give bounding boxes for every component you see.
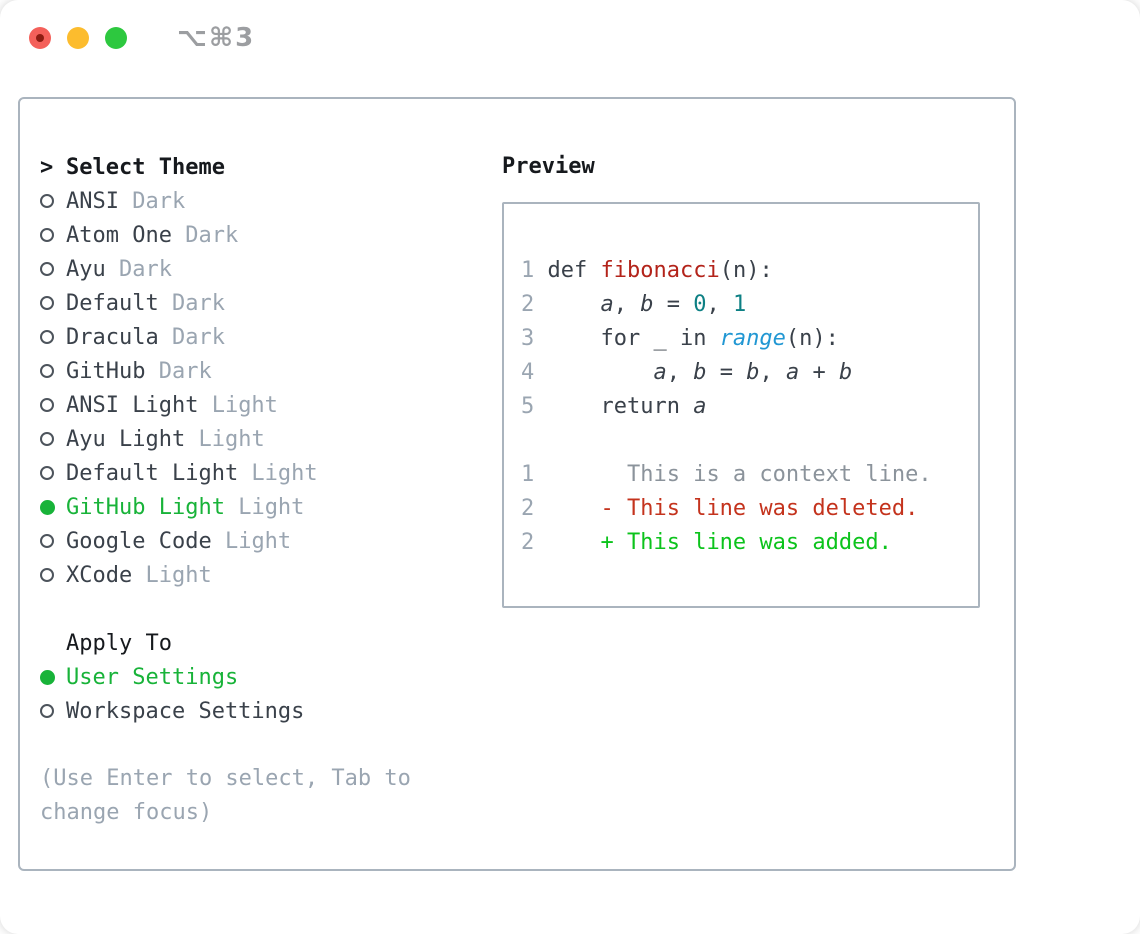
variant-label: Dark	[158, 290, 225, 316]
theme-option[interactable]: Dracula Dark	[40, 320, 480, 354]
theme-option[interactable]: Default Light Light	[40, 456, 480, 490]
item-label: Workspace Settings	[66, 698, 305, 724]
keyboard-hint: (Use Enter to select, Tab to change focu…	[40, 766, 411, 825]
close-button[interactable]	[29, 26, 51, 49]
line-number: 1	[521, 462, 548, 487]
theme-option[interactable]: ANSI Light Light	[40, 388, 480, 422]
radio-icon	[40, 296, 54, 310]
item-label: ANSI	[66, 188, 119, 214]
zoom-button[interactable]	[105, 26, 127, 49]
line-number: 2	[521, 292, 548, 317]
theme-option[interactable]: Default Dark	[40, 286, 480, 320]
apply-to-title: Apply To	[66, 630, 172, 656]
code-line: 5 return a	[521, 394, 707, 419]
theme-option[interactable]: XCode Light	[40, 558, 480, 592]
radio-icon	[40, 228, 54, 242]
theme-option[interactable]: Google Code Light	[40, 524, 480, 558]
theme-option[interactable]: GitHub Light Light	[40, 490, 480, 524]
select-theme-title: Select Theme	[66, 154, 225, 180]
variant-label: Light	[198, 392, 278, 418]
item-label: User Settings	[66, 664, 239, 690]
window-title: ⌥⌘3	[177, 22, 256, 53]
item-label: GitHub Light	[66, 494, 225, 520]
theme-option[interactable]: ANSI Dark	[40, 184, 480, 218]
item-label: Atom One	[66, 222, 172, 248]
variant-label: Dark	[145, 358, 212, 384]
code-line: 3 for _ in range(n):	[521, 326, 839, 351]
preview-box: 1 def fibonacci(n): 2 a, b = 0, 1 3 for _ …	[502, 202, 980, 608]
item-label: ANSI Light	[66, 392, 199, 418]
variant-label: Dark	[158, 324, 225, 350]
minimize-button[interactable]	[67, 26, 89, 49]
select-theme-header: > Select Theme	[40, 150, 480, 184]
code-preview: 1 def fibonacci(n): 2 a, b = 0, 1 3 for _ …	[521, 254, 978, 424]
variant-label: Light	[238, 460, 318, 486]
line-number: 5	[521, 394, 548, 419]
radio-icon	[40, 364, 54, 378]
radio-icon	[40, 262, 54, 276]
item-label: Ayu	[66, 256, 106, 282]
radio-icon	[40, 194, 54, 208]
line-number: 2	[521, 496, 548, 521]
theme-option[interactable]: Ayu Light Light	[40, 422, 480, 456]
radio-selected-icon	[40, 499, 55, 515]
variant-label: Light	[132, 562, 212, 588]
radio-icon	[40, 568, 54, 582]
line-number: 2	[521, 530, 548, 555]
diff-line-deleted: 2 - This line was deleted.	[521, 496, 919, 521]
variant-label: Dark	[105, 256, 172, 282]
line-number: 4	[521, 360, 548, 385]
diff-line-context: 1 This is a context line.	[521, 462, 932, 487]
item-label: Google Code	[66, 528, 212, 554]
item-label: Default	[66, 290, 159, 316]
traffic-lights	[29, 26, 127, 49]
item-label: Default Light	[66, 460, 239, 486]
preview-column: Preview 1 def fibonacci(n): 2 a, b = 0, 1…	[502, 150, 980, 608]
item-label: GitHub	[66, 358, 146, 384]
blank-line	[521, 424, 978, 458]
radio-icon	[40, 330, 54, 344]
radio-icon	[40, 432, 54, 446]
line-number: 1	[521, 258, 548, 283]
radio-icon	[40, 534, 54, 548]
item-label: XCode	[66, 562, 133, 588]
variant-label: Dark	[118, 188, 186, 214]
line-number: 3	[521, 326, 548, 351]
theme-option[interactable]: GitHub Dark	[40, 354, 480, 388]
radio-icon	[40, 466, 54, 480]
diff-line-added: 2 + This line was added.	[521, 530, 892, 555]
item-label: Dracula	[66, 324, 159, 350]
item-label: Ayu Light	[66, 426, 186, 452]
code-line: 1 def fibonacci(n):	[521, 258, 773, 283]
variant-label: Dark	[171, 222, 239, 248]
variant-label: Light	[185, 426, 265, 452]
code-line: 4 a, b = b, a + b	[521, 360, 853, 385]
code-line: 2 a, b = 0, 1	[521, 292, 747, 317]
prompt-caret: >	[40, 154, 54, 180]
apply-to-header: Apply To	[40, 626, 480, 660]
preview-title: Preview	[502, 154, 595, 179]
radio-selected-icon	[40, 669, 55, 685]
diff-preview: 1 This is a context line. 2 - This line w…	[521, 458, 978, 560]
apply-option[interactable]: User Settings	[40, 660, 480, 694]
titlebar: ⌥⌘3	[0, 0, 1140, 75]
variant-label: Light	[224, 494, 305, 520]
spacer	[40, 592, 480, 626]
apply-option[interactable]: Workspace Settings	[40, 694, 480, 728]
radio-icon	[40, 704, 54, 718]
theme-option[interactable]: Atom One Dark	[40, 218, 480, 252]
variant-label: Light	[211, 528, 292, 554]
theme-option[interactable]: Ayu Dark	[40, 252, 480, 286]
radio-icon	[40, 398, 54, 412]
